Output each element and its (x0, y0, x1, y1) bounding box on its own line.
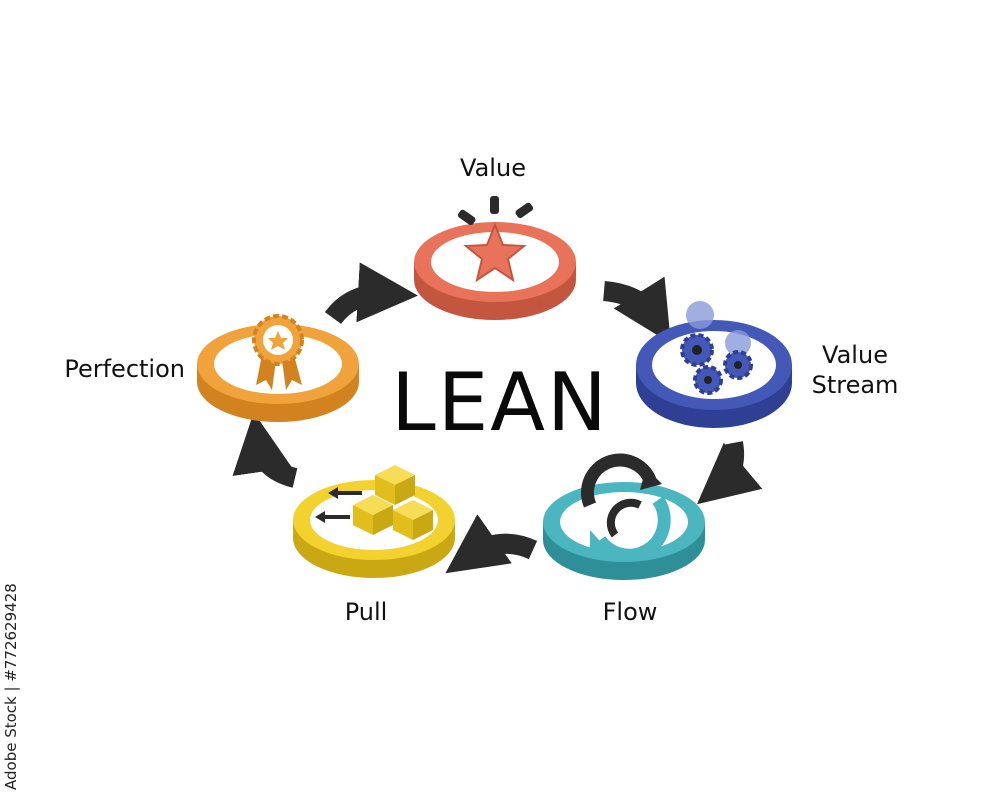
arrow-perfection-to-value (324, 262, 418, 325)
label-value-stream: Value Stream (790, 340, 920, 400)
arrow-stream-to-flow (696, 441, 763, 505)
label-flow: Flow (602, 598, 658, 626)
connector-arrows (232, 262, 763, 574)
gears-with-eye-icon (680, 301, 753, 395)
award-ribbon-icon (252, 314, 304, 390)
label-value-stream-line-2: Stream (811, 371, 899, 399)
label-pull: Pull (344, 598, 388, 626)
label-perfection: Perfection (64, 355, 185, 383)
arrow-value-to-stream (602, 276, 671, 344)
cycle-arrows-icon (581, 453, 671, 562)
arrow-pull-to-perfection (232, 412, 298, 488)
label-value: Value (460, 154, 526, 182)
disc-flow (543, 482, 705, 580)
stock-watermark: Adobe Stock | #772629428 (2, 583, 20, 790)
star-icon (457, 196, 534, 283)
arrow-flow-to-pull (445, 514, 538, 574)
lean-title: LEAN (391, 356, 609, 449)
boxes-icon (315, 465, 433, 540)
label-value-stream-line-1: Value (822, 341, 888, 369)
